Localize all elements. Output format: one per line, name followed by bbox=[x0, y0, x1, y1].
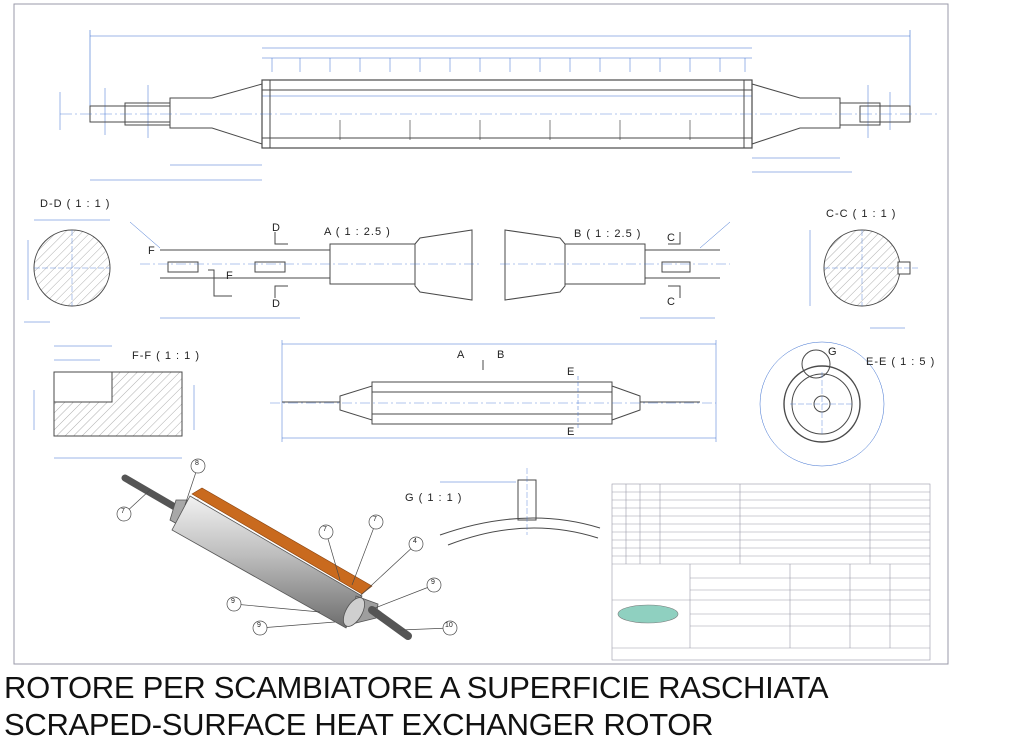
part-balloons bbox=[116, 458, 458, 636]
balloon-number: 7 bbox=[121, 508, 125, 515]
marker-d-top: D bbox=[272, 222, 281, 234]
balloon-number: 7 bbox=[373, 516, 377, 523]
balloon-number: 9 bbox=[431, 579, 435, 586]
section-ee bbox=[759, 341, 885, 467]
marker-f-right: F bbox=[226, 270, 234, 282]
marker-e-top: E bbox=[567, 366, 576, 378]
marker-f-left: F bbox=[148, 245, 156, 257]
marker-b: B bbox=[497, 349, 506, 361]
title-block bbox=[611, 483, 931, 661]
caption-english: SCRAPED-SURFACE HEAT EXCHANGER ROTOR bbox=[4, 707, 714, 742]
caption-italian: ROTORE PER SCAMBIATORE A SUPERFICIE RASC… bbox=[4, 670, 829, 705]
view-title-ee: E-E ( 1 : 5 ) bbox=[866, 356, 936, 368]
view-title-g: G ( 1 : 1 ) bbox=[405, 492, 463, 504]
view-title-dd: D-D ( 1 : 1 ) bbox=[40, 198, 111, 210]
detail-b bbox=[500, 221, 731, 319]
section-ff bbox=[33, 345, 195, 459]
balloon-number: 9 bbox=[231, 598, 235, 605]
marker-e-bottom: E bbox=[567, 426, 576, 438]
section-dd bbox=[24, 219, 111, 323]
detail-g bbox=[439, 468, 601, 546]
view-title-cc: C-C ( 1 : 1 ) bbox=[826, 208, 897, 220]
balloon-number: 10 bbox=[445, 622, 453, 629]
detail-a bbox=[129, 221, 480, 319]
section-cc bbox=[809, 229, 918, 329]
drawing-frame bbox=[13, 3, 949, 665]
marker-g: G bbox=[828, 346, 838, 358]
view-title-ff: F-F ( 1 : 1 ) bbox=[132, 350, 200, 362]
middle-rotor-view bbox=[270, 340, 717, 442]
main-rotor-view bbox=[59, 30, 940, 181]
marker-c-bottom: C bbox=[667, 296, 676, 308]
balloon-number: 8 bbox=[195, 460, 199, 467]
balloon-number: 7 bbox=[323, 526, 327, 533]
marker-c-top: C bbox=[667, 232, 676, 244]
view-title-a: A ( 1 : 2.5 ) bbox=[324, 226, 391, 238]
rotor-3d-render bbox=[121, 474, 412, 640]
technical-drawing-sheet: D-D ( 1 : 1 ) A ( 1 : 2.5 ) B ( 1 : 2.5 … bbox=[13, 3, 949, 665]
marker-a: A bbox=[457, 349, 466, 361]
marker-d-bottom: D bbox=[272, 298, 281, 310]
view-title-b: B ( 1 : 2.5 ) bbox=[574, 228, 642, 240]
balloon-number: 9 bbox=[257, 622, 261, 629]
balloon-number: 4 bbox=[413, 538, 417, 545]
